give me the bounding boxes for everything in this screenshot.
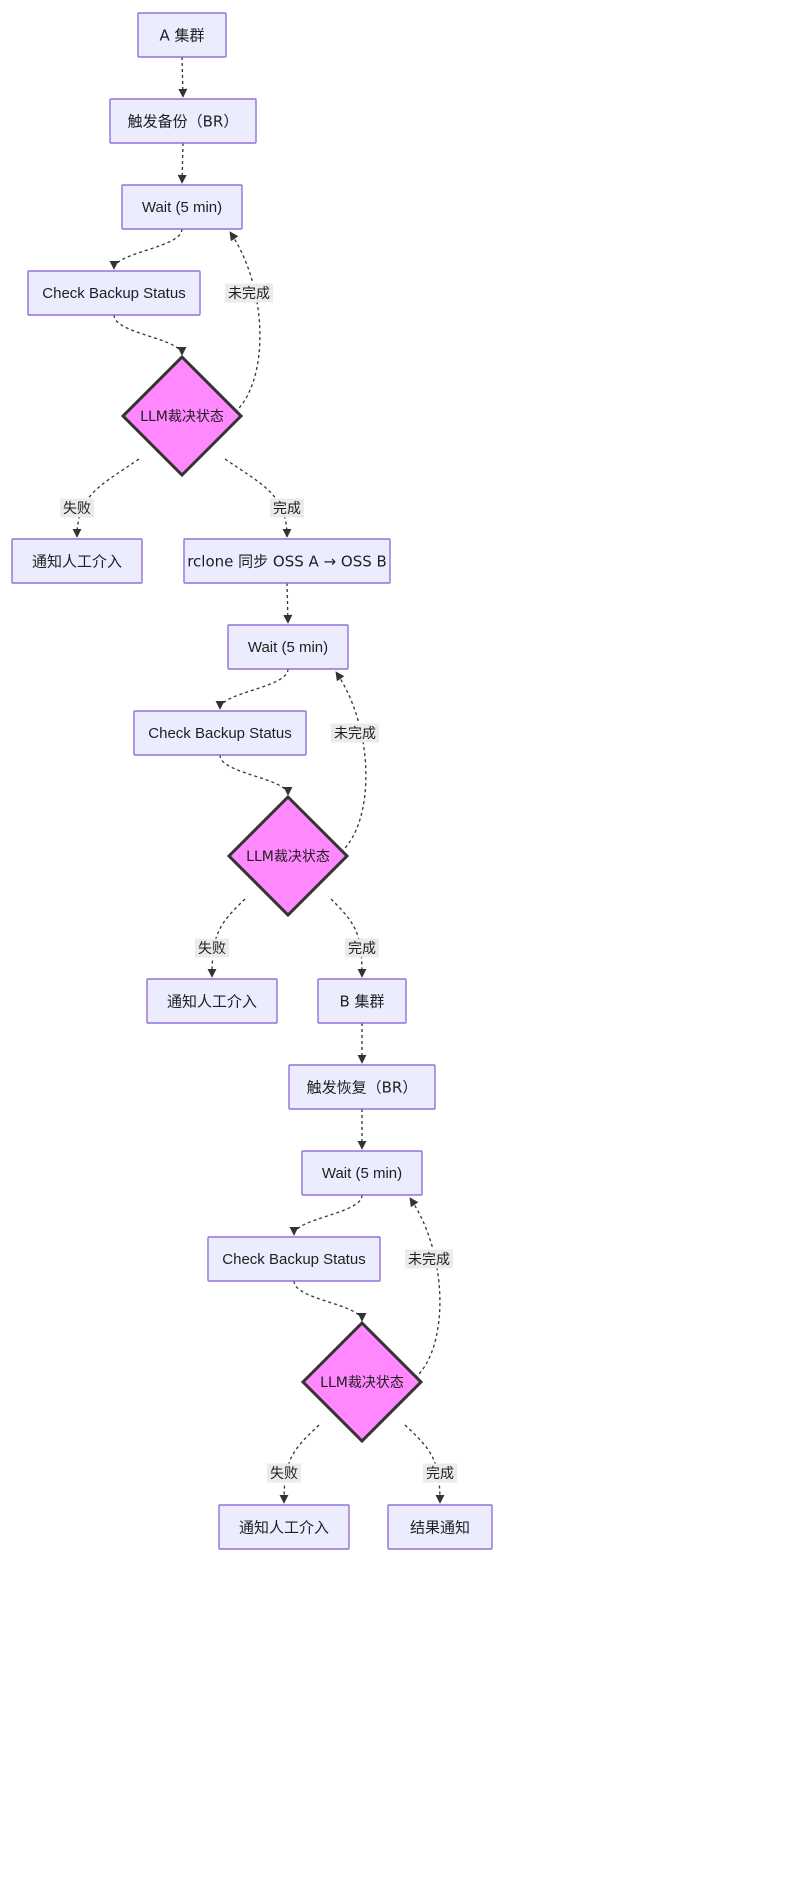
node-n2[interactable]: 触发备份（BR）	[109, 98, 257, 144]
edge-n3-n4	[109, 228, 183, 270]
edge-label-bg	[60, 498, 94, 518]
edge-n10-n8	[335, 671, 367, 853]
edge-label: 未完成	[331, 723, 379, 743]
node-n13[interactable]: 触发恢复（BR）	[288, 1064, 436, 1110]
edge-n14-n15	[289, 1194, 363, 1236]
edge-n10-n12	[330, 898, 367, 978]
edge-layer	[72, 56, 445, 1504]
process-shape	[146, 978, 278, 1024]
node-n14[interactable]: Wait (5 min)	[301, 1150, 423, 1196]
process-shape	[387, 1504, 493, 1550]
edge-n10-n11	[207, 898, 246, 978]
edge-n8-n9	[215, 668, 289, 710]
edge-n15-n16	[293, 1280, 367, 1322]
edge-label: 失败	[195, 938, 229, 958]
edge-n16-n18	[404, 1424, 445, 1504]
process-shape	[109, 98, 257, 144]
process-shape	[207, 1236, 381, 1282]
process-shape	[121, 184, 243, 230]
node-n7[interactable]: rclone 同步 OSS A → OSS B	[183, 538, 391, 584]
node-n12[interactable]: B 集群	[317, 978, 407, 1024]
node-n8[interactable]: Wait (5 min)	[227, 624, 349, 670]
decision-shape	[226, 794, 350, 918]
node-n1[interactable]: A 集群	[137, 12, 227, 58]
edge-label: 完成	[345, 938, 379, 958]
edge-label-bg	[270, 498, 304, 518]
process-shape	[301, 1150, 423, 1196]
process-shape	[218, 1504, 350, 1550]
node-n9[interactable]: Check Backup Status	[133, 710, 307, 756]
node-n4[interactable]: Check Backup Status	[27, 270, 201, 316]
edge-label: 失败	[267, 1463, 301, 1483]
process-shape	[11, 538, 143, 584]
decision-shape	[300, 1320, 424, 1444]
edge-label-bg	[423, 1463, 457, 1483]
node-n3[interactable]: Wait (5 min)	[121, 184, 243, 230]
edge-n7-n8	[283, 582, 293, 624]
edge-label-bg	[345, 938, 379, 958]
edge-n5-n7	[224, 458, 292, 538]
edge-n16-n17	[279, 1424, 320, 1504]
edge-n5-n6	[72, 458, 140, 538]
edge-label: 未完成	[405, 1249, 453, 1269]
decision-shape	[120, 354, 244, 478]
edge-label: 完成	[270, 498, 304, 518]
edge-n16-n14	[409, 1197, 441, 1379]
node-n16[interactable]: LLM裁决状态	[300, 1320, 424, 1444]
edge-n1-n2	[178, 56, 188, 98]
node-n17[interactable]: 通知人工介入	[218, 1504, 350, 1550]
edge-label-bg	[267, 1463, 301, 1483]
edge-n4-n5	[113, 314, 187, 356]
node-n18[interactable]: 结果通知	[387, 1504, 493, 1550]
process-shape	[27, 270, 201, 316]
edge-label-bg	[405, 1249, 453, 1269]
edge-label-bg	[331, 723, 379, 743]
process-shape	[133, 710, 307, 756]
process-shape	[137, 12, 227, 58]
process-shape	[183, 538, 391, 584]
edge-n5-n3	[229, 231, 261, 413]
node-n15[interactable]: Check Backup Status	[207, 1236, 381, 1282]
edge-n9-n10	[219, 754, 293, 796]
process-shape	[317, 978, 407, 1024]
node-n11[interactable]: 通知人工介入	[146, 978, 278, 1024]
edge-label: 未完成	[225, 283, 273, 303]
node-n6[interactable]: 通知人工介入	[11, 538, 143, 584]
edge-n2-n3	[177, 142, 187, 184]
edge-label-bg	[195, 938, 229, 958]
process-shape	[227, 624, 349, 670]
node-n5[interactable]: LLM裁决状态	[120, 354, 244, 478]
process-shape	[288, 1064, 436, 1110]
edge-label: 失败	[60, 498, 94, 518]
edge-label-bg	[225, 283, 273, 303]
edge-label: 完成	[423, 1463, 457, 1483]
node-n10[interactable]: LLM裁决状态	[226, 794, 350, 918]
